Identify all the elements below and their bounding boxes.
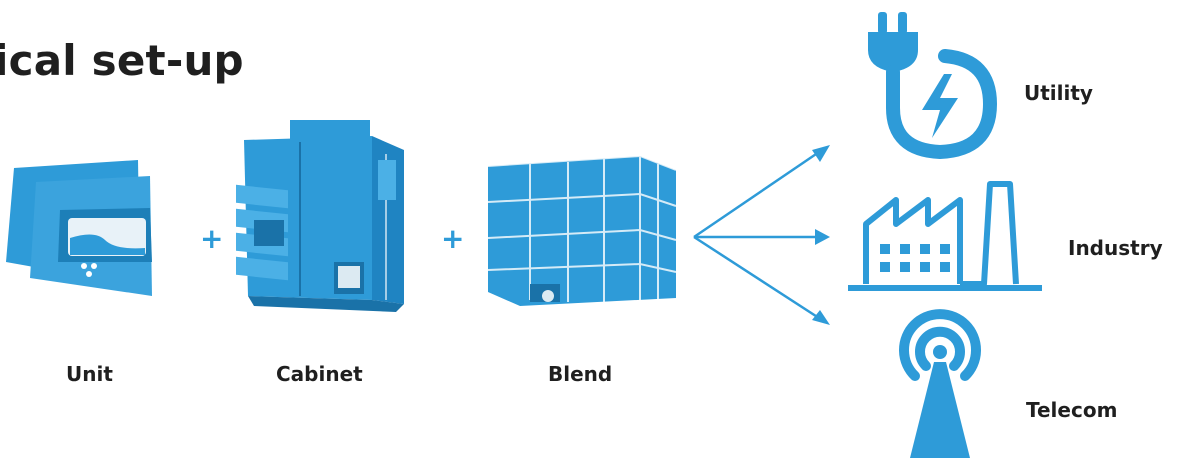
blend-tank-icon bbox=[487, 154, 677, 306]
industry-label: Industry bbox=[1068, 236, 1163, 260]
distribution-arrows bbox=[693, 145, 830, 325]
utility-label: Utility bbox=[1024, 81, 1093, 105]
unit-device-icon bbox=[6, 160, 152, 296]
page-title: ical set-up bbox=[0, 36, 244, 85]
cabinet-icon bbox=[236, 120, 404, 312]
factory-icon bbox=[848, 181, 1042, 291]
blend-label: Blend bbox=[548, 362, 613, 386]
plus-sign-2: + bbox=[441, 222, 465, 255]
plug-bolt-icon bbox=[868, 12, 998, 160]
telecom-label: Telecom bbox=[1026, 398, 1118, 422]
cabinet-label: Cabinet bbox=[276, 362, 363, 386]
unit-label: Unit bbox=[66, 362, 113, 386]
plus-sign-1: + bbox=[200, 222, 224, 255]
antenna-tower-icon bbox=[899, 309, 981, 458]
